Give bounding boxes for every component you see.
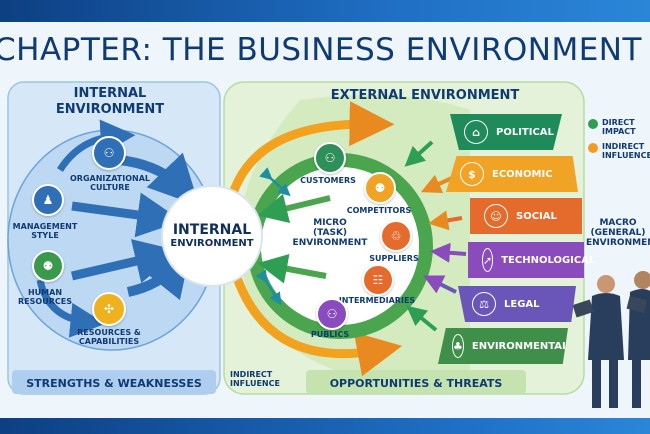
legend-indirect-swatch [588, 143, 598, 153]
legend-indirect-influence: INDIRECT INFLUENCE [588, 142, 650, 160]
team-icon: ⚇ [92, 136, 126, 170]
arrow-center-customers [259, 167, 291, 197]
page-title: CHAPTER: THE BUSINESS ENVIRONMENT [0, 32, 642, 68]
arrow-economic-in [420, 174, 453, 193]
top-banner [0, 0, 650, 22]
internal-panel-heading: INTERNAL ENVIRONMENT [55, 86, 165, 117]
external-panel-heading: EXTERNAL ENVIRONMENT [330, 88, 520, 103]
center-internal-environment-label: INTERNAL ENVIRONMENT [170, 222, 254, 249]
bottom-banner [0, 418, 650, 434]
presenter-figures [572, 271, 650, 408]
rocket-icon: ➚ [482, 248, 494, 272]
micro-item-customers: CUSTOMERS [300, 176, 356, 185]
internal-footer-band [12, 370, 216, 394]
internal-item-human-resources: HUMAN RESOURCES [18, 288, 72, 306]
customers-icon: ⚇ [314, 142, 346, 174]
arrow-political-in [404, 140, 434, 167]
internal-item-resources-capabilities: RESOURCES & CAPABILITIES [77, 328, 141, 346]
arrow-micro-to-center-top [257, 193, 331, 224]
strengths-weaknesses-label: STRENGTHS & WEAKNESSES [26, 376, 202, 390]
arrow-social-in [428, 210, 463, 231]
manager-icon: ♟ [32, 184, 64, 216]
macro-strip-economic: $ECONOMIC [446, 156, 578, 192]
arrow-internal-cycle-lower [36, 279, 106, 338]
macro-strip-technological: ➚TECHNOLOGICAL [468, 242, 595, 278]
indirect-influence-label: INDIRECT INFLUENCE [230, 370, 280, 388]
legend: DIRECT IMPACT INDIRECT INFLUENCE [588, 118, 650, 160]
money-icon: $ [460, 162, 484, 186]
arrow-culture-to-center [119, 152, 200, 207]
social-icon: ☺ [484, 204, 508, 228]
competitors-icon: ⚉ [364, 172, 396, 204]
micro-environment-label: MICRO (TASK) ENVIRONMENT [292, 218, 368, 248]
micro-item-competitors: COMPETITORS [346, 206, 412, 215]
legend-direct-impact: DIRECT IMPACT [588, 118, 650, 136]
micro-item-intermediaries: INTERMEDIARIES [338, 296, 416, 305]
publics-icon: ⚇ [316, 298, 348, 330]
opportunities-threats-label: OPPORTUNITIES & THREATS [329, 376, 503, 390]
internal-item-organizational-culture: ORGANIZATIONAL CULTURE [70, 174, 150, 192]
micro-item-suppliers: SUPPLIERS [369, 254, 419, 263]
internal-item-management-style: MANAGEMENT STYLE [12, 222, 78, 240]
tree-icon: ♣ [452, 334, 464, 358]
arrow-legal-in [423, 275, 457, 294]
internal-environment-center-circle [161, 185, 263, 287]
macro-strip-social: ☺SOCIAL [470, 198, 582, 234]
arrow-environmental-in [406, 305, 438, 332]
intermediaries-icon: ☷ [362, 264, 394, 296]
macro-strip-legal: ⚖LEGAL [458, 286, 576, 322]
arrow-management-to-center [71, 192, 183, 238]
arrow-micro-to-center-bottom [257, 253, 327, 284]
macro-environment-label: MACRO (GENERAL) ENVIRONMENT [586, 218, 650, 248]
micro-item-publics: PUBLICS [310, 330, 350, 339]
indirect-influence-arc-bottom [227, 260, 403, 377]
macro-strip-environmental: ♣ENVIRONMENTAL [438, 328, 568, 364]
network-icon: ✣ [92, 292, 126, 326]
people-icon: ⚉ [32, 250, 64, 282]
suppliers-icon: ♲ [380, 220, 412, 252]
arrow-technological-in [430, 242, 467, 263]
macro-strip-political: ⌂POLITICAL [450, 114, 562, 150]
legend-direct-swatch [588, 119, 598, 129]
scales-icon: ⚖ [472, 292, 496, 316]
capitol-icon: ⌂ [464, 120, 488, 144]
